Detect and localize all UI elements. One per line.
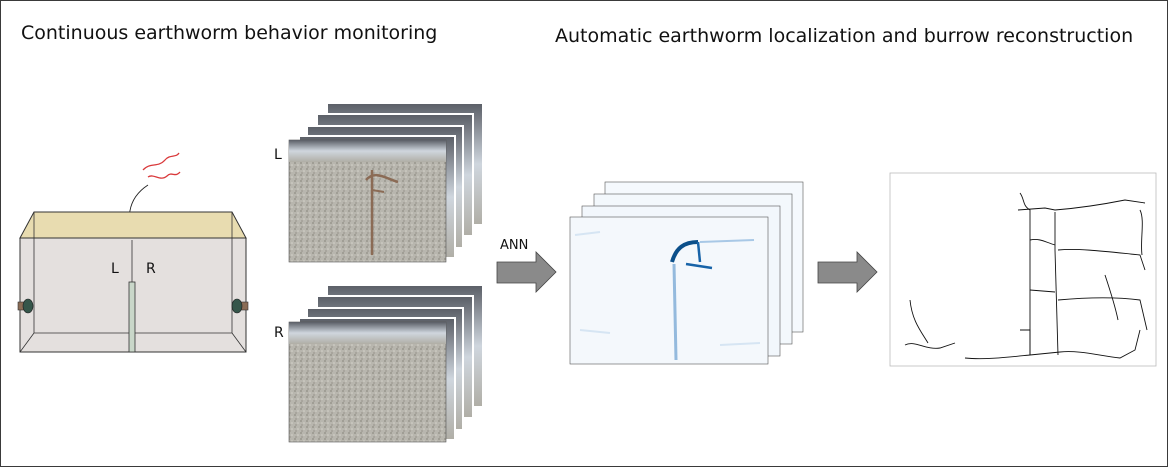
side-camera-right-icon bbox=[231, 298, 249, 314]
apparatus-left-label: L bbox=[111, 261, 119, 277]
photo-stack-left bbox=[288, 102, 484, 263]
terrarium-box bbox=[19, 211, 247, 353]
ann-arrow-icon bbox=[496, 251, 557, 293]
ann-label: ANN bbox=[500, 238, 529, 253]
stack-left-label: L bbox=[274, 147, 282, 163]
earthworm-icon bbox=[142, 152, 181, 179]
heatmap-front bbox=[569, 216, 769, 365]
side-camera-left-icon bbox=[17, 298, 34, 314]
heatmap-stack bbox=[569, 181, 804, 365]
title-monitoring: Continuous earthworm behavior monitoring bbox=[21, 22, 438, 44]
title-localization: Automatic earthworm localization and bur… bbox=[555, 25, 1134, 47]
burrow-reconstruction bbox=[889, 172, 1157, 367]
reconstruction-arrow-icon bbox=[817, 251, 878, 293]
stack-right-label: R bbox=[274, 325, 284, 341]
photo-front-left bbox=[288, 139, 447, 263]
apparatus-right-label: R bbox=[146, 261, 156, 277]
photo-stack-right bbox=[288, 284, 484, 443]
photo-front-right bbox=[288, 321, 447, 443]
